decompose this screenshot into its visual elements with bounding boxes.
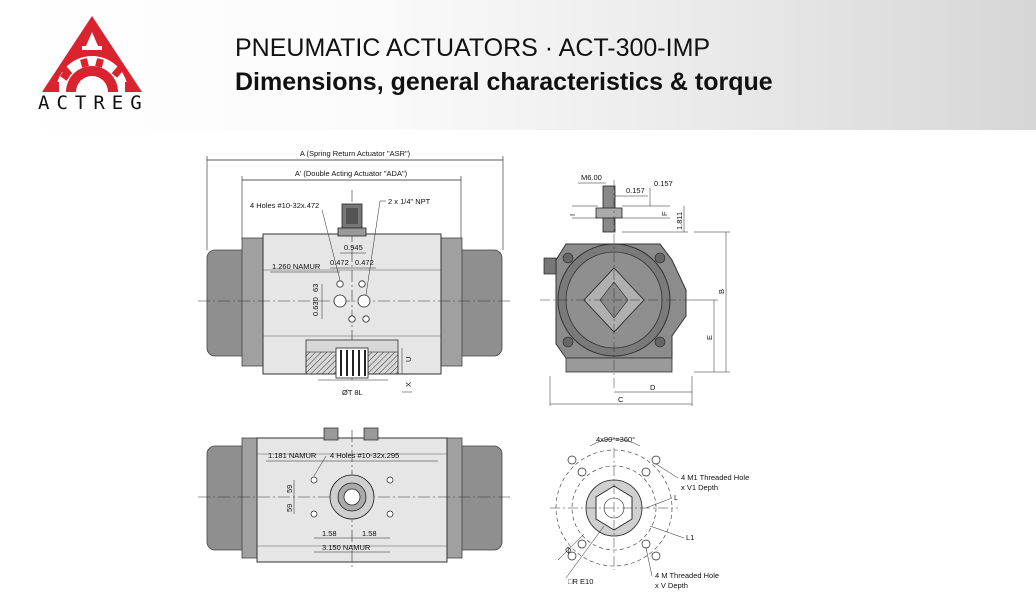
dim-b: B — [717, 289, 726, 294]
page-subtitle: Dimensions, general characteristics & to… — [235, 68, 773, 96]
m-label: 4 M Threaded Hole — [655, 571, 719, 580]
dim-0157-a: 0.157 — [626, 186, 645, 195]
dim-0945: 0.945 — [344, 243, 363, 252]
dim-59-b: 59 — [285, 504, 294, 512]
dim-0472-b: 0.472 — [355, 258, 374, 267]
namur-label: 1.260 NAMUR — [272, 262, 321, 271]
dim-0472-a: 0.472 — [330, 258, 349, 267]
dim-c: C — [618, 395, 624, 404]
dim-e: E — [705, 335, 714, 340]
namur2-label: 3.150 NAMUR — [322, 543, 371, 552]
re10-label: □R E10 — [568, 577, 593, 586]
dim-i: I — [568, 214, 577, 216]
dim-f: F — [660, 211, 669, 216]
holes-bottom-label: 4 Holes #10-32x.295 — [330, 451, 399, 460]
logo-wordmark: ACTREG — [38, 92, 149, 114]
dim-0157-b: 0.157 — [654, 179, 673, 188]
front-view: A (Spring Return Actuator "ASR") A' (Dou… — [198, 149, 510, 397]
npt-label: 2 x 1/4" NPT — [388, 197, 431, 206]
v1-label: x V1 Depth — [681, 483, 718, 492]
actreg-logo-icon — [42, 16, 142, 92]
l-label: L — [674, 493, 678, 502]
l1-label: L1 — [686, 533, 694, 542]
dim-1811: 1.811 — [675, 212, 684, 230]
dim-a-label: A (Spring Return Actuator "ASR") — [300, 149, 411, 158]
dim-d: D — [650, 383, 656, 392]
flange-view: 4x90°=360° 4 M1 Threaded Hole x V1 Depth… — [550, 435, 749, 590]
v-label: x V Depth — [655, 581, 688, 590]
holes-label: 4 Holes #10-32x.472 — [250, 201, 319, 210]
page-title: PNEUMATIC ACTUATORS · ACT-300-IMP — [235, 34, 711, 62]
dim-158-b: 1.58 — [362, 529, 377, 538]
angle-label: 4x90°=360° — [596, 435, 635, 444]
bottom-view: 1.181 NAMUR 4 Holes #10-32x.295 59 59 1.… — [198, 427, 510, 570]
m1-label: 4 M1 Threaded Hole — [681, 473, 749, 482]
header-banner: ACTREG PNEUMATIC ACTUATORS · ACT-300-IMP… — [0, 0, 1036, 130]
dim-158-a: 1.58 — [322, 529, 337, 538]
namur-bottom-label: 1.181 NAMUR — [268, 451, 317, 460]
dim-063: 63 — [311, 284, 320, 292]
dim-u: U — [404, 357, 413, 362]
dim-0630: 0.630 — [311, 297, 320, 316]
dim-x: X — [404, 382, 413, 387]
m6-label: M6.00 — [581, 173, 602, 182]
dim-a-prime-label: A' (Double Acting Actuator "ADA") — [295, 169, 408, 178]
dim-59-a: 59 — [285, 485, 294, 493]
phi-label: Ø — [563, 545, 574, 556]
side-view: M6.00 0.157 0.157 I F 1.811 — [540, 173, 730, 406]
technical-drawing: A (Spring Return Actuator "ASR") A' (Dou… — [198, 149, 749, 590]
bottom-label: ØT 8L — [342, 388, 363, 397]
